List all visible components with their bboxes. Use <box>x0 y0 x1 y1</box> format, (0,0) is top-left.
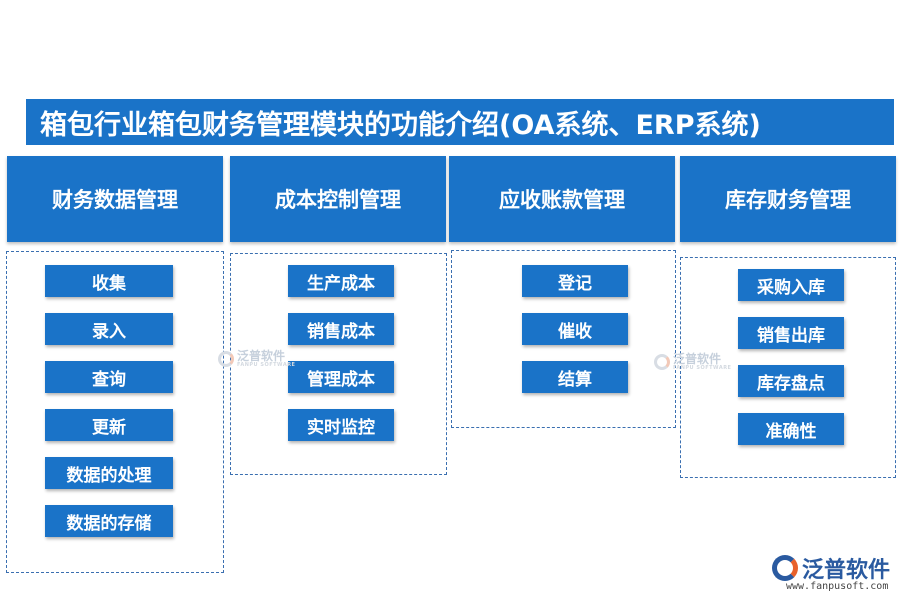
watermark-logo-icon <box>654 354 670 370</box>
watermark-sub: FANPU SOFTWARE <box>237 362 296 368</box>
item-box: 收集 <box>45 265 173 297</box>
item-box: 催收 <box>522 313 628 345</box>
watermark-sub: FANPU SOFTWARE <box>673 365 732 371</box>
page-title: 箱包行业箱包财务管理模块的功能介绍(OA系统、ERP系统) <box>26 99 894 145</box>
item-box: 登记 <box>522 265 628 297</box>
column-box-receivables <box>451 250 676 428</box>
brand-url: www.fanpusoft.com <box>786 581 889 592</box>
item-box: 管理成本 <box>288 361 394 393</box>
item-box: 库存盘点 <box>738 365 844 397</box>
column-header-cost-control: 成本控制管理 <box>230 156 446 242</box>
watermark-name: 泛普软件 <box>673 352 722 366</box>
item-box: 采购入库 <box>738 269 844 301</box>
watermark: 泛普软件 FANPU SOFTWARE <box>654 353 731 371</box>
item-box: 销售成本 <box>288 313 394 345</box>
item-box: 数据的处理 <box>45 457 173 489</box>
item-box: 生产成本 <box>288 265 394 297</box>
item-box: 实时监控 <box>288 409 394 441</box>
item-box: 更新 <box>45 409 173 441</box>
item-box: 数据的存储 <box>45 505 173 537</box>
brand-name: 泛普软件 <box>802 558 891 583</box>
watermark-name: 泛普软件 <box>237 349 286 363</box>
item-box: 查询 <box>45 361 173 393</box>
brand-logo-icon <box>772 555 798 581</box>
column-box-inventory-finance <box>680 257 896 478</box>
column-header-financial-data: 财务数据管理 <box>7 156 223 242</box>
column-header-receivables: 应收账款管理 <box>449 156 675 242</box>
brand-logo: 泛普软件 <box>772 552 890 584</box>
watermark: 泛普软件 FANPU SOFTWARE <box>218 350 295 368</box>
item-box: 准确性 <box>738 413 844 445</box>
item-box: 结算 <box>522 361 628 393</box>
column-header-inventory-finance: 库存财务管理 <box>680 156 896 242</box>
watermark-logo-icon <box>218 351 234 367</box>
column-box-financial-data <box>6 251 224 573</box>
item-box: 录入 <box>45 313 173 345</box>
item-box: 销售出库 <box>738 317 844 349</box>
